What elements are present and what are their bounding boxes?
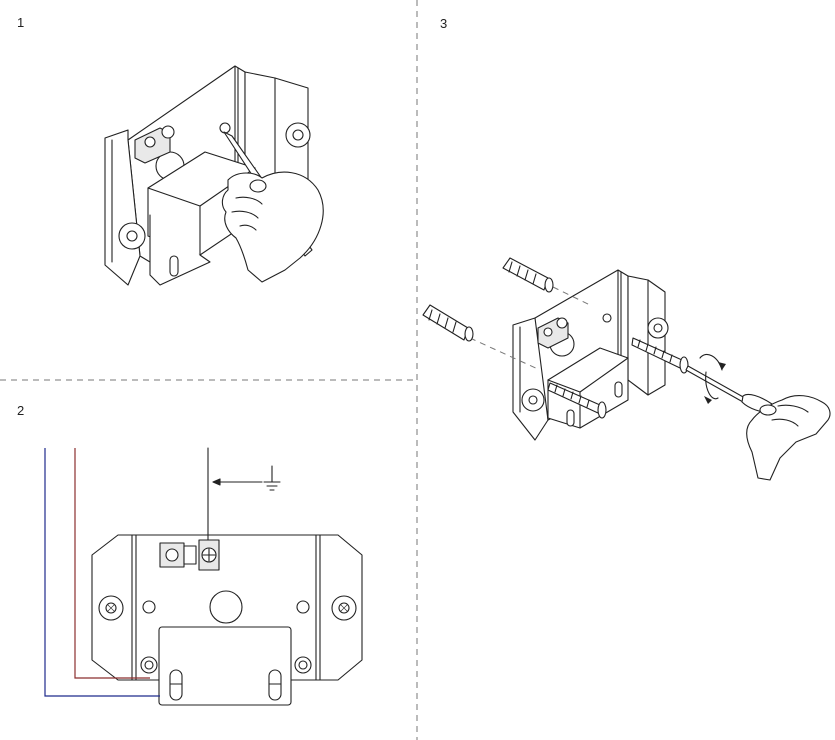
screw-lower bbox=[547, 382, 607, 419]
step-1-label: 1 bbox=[17, 15, 24, 30]
step-3-label: 3 bbox=[440, 16, 447, 31]
wall-plug-lower bbox=[422, 304, 474, 342]
step-3-illustration bbox=[422, 257, 831, 481]
wire-red bbox=[74, 448, 150, 679]
step-1-illustration bbox=[104, 65, 324, 286]
step-2-label: 2 bbox=[17, 403, 24, 418]
step-2-illustration bbox=[91, 447, 363, 706]
wire-blue bbox=[44, 448, 160, 697]
rotation-arrow-icon bbox=[699, 353, 726, 404]
ground-symbol-icon bbox=[263, 465, 281, 491]
panel-dividers bbox=[0, 0, 418, 740]
wall-plug-upper bbox=[502, 257, 554, 293]
